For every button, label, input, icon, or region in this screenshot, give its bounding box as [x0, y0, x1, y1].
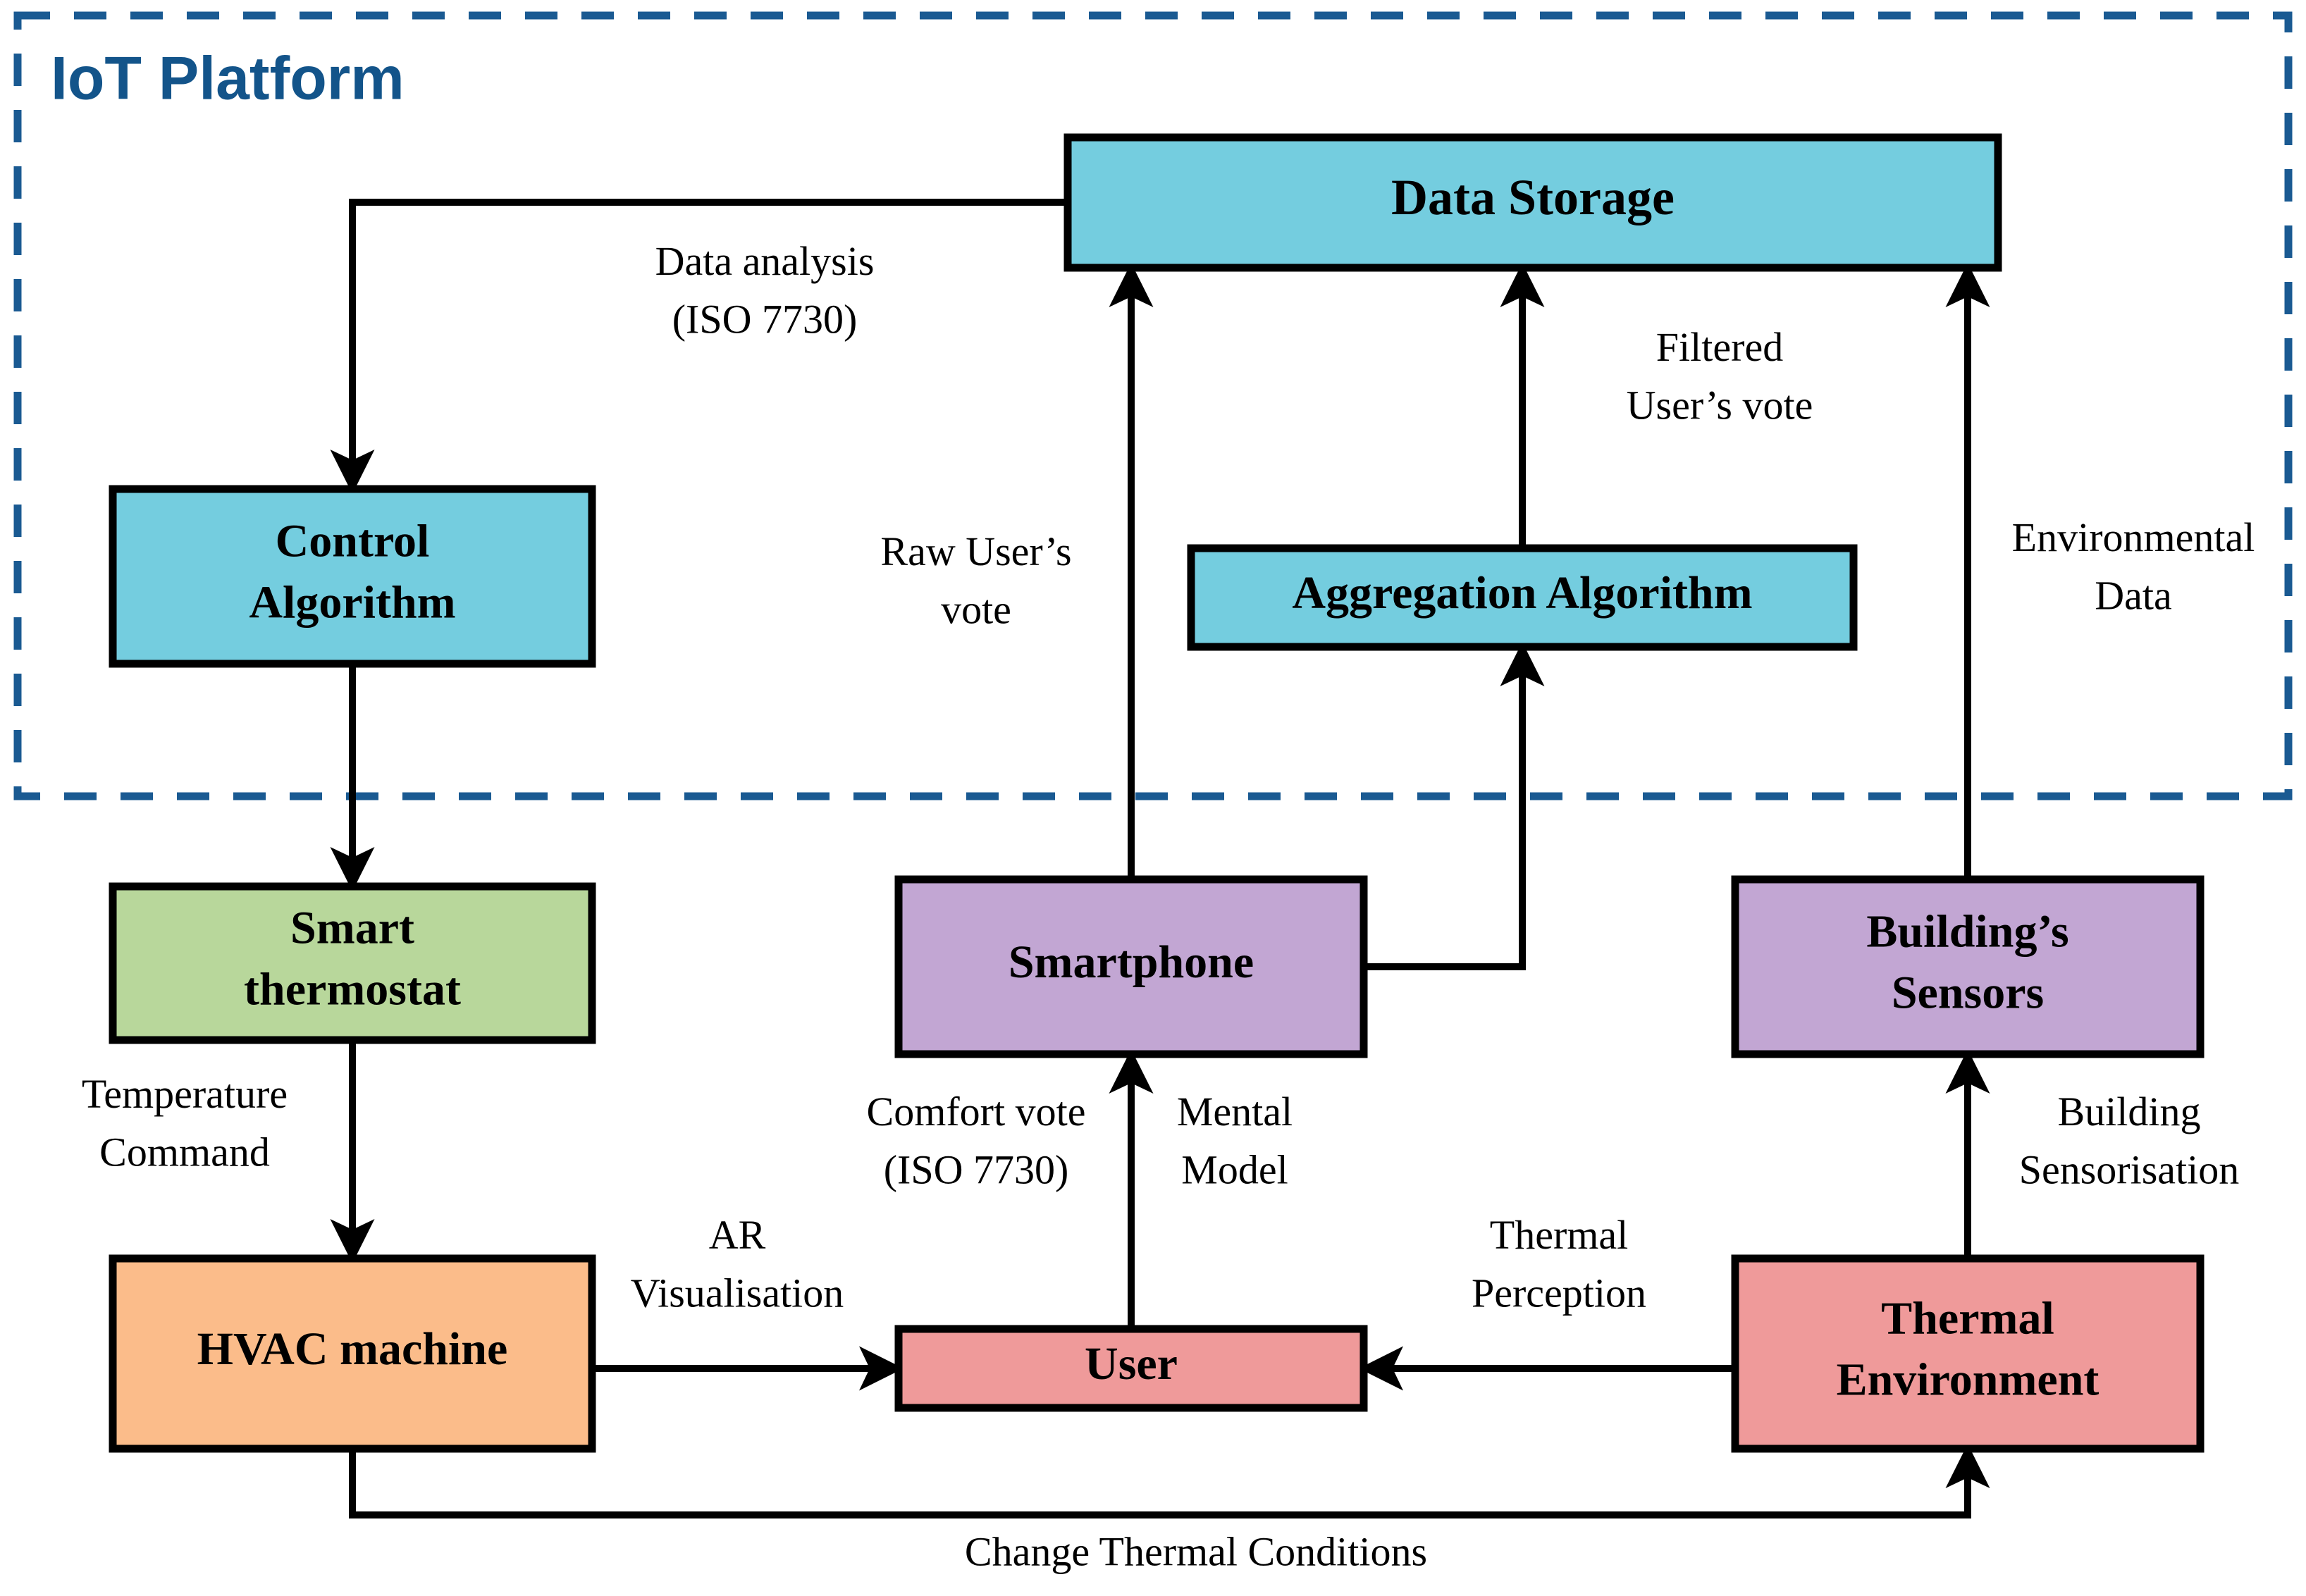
edge-label-comfort-vote: Comfort vote (ISO 7730) — [867, 1089, 1086, 1192]
edge-label-change-thermal-conditions-line: Change Thermal Conditions — [965, 1528, 1427, 1574]
node-smart-thermostat-label: thermostat — [244, 964, 461, 1015]
edge-label-data-analysis-line: (ISO 7730) — [672, 296, 858, 342]
node-smart-thermostat-box[interactable] — [109, 882, 596, 1044]
node-aggregation-algorithm-box[interactable] — [1187, 544, 1858, 651]
node-smart-thermostat-label: Smart — [290, 903, 414, 954]
node-user[interactable]: User — [894, 1325, 1368, 1412]
iot-platform-dashed-border — [13, 11, 2293, 800]
node-hvac-machine-box[interactable] — [109, 1254, 596, 1453]
node-hvac-machine-label: HVAC machine — [197, 1323, 508, 1375]
node-thermal-environment-label: Environment — [1837, 1354, 2100, 1406]
edge-label-temperature-command-line: Command — [99, 1129, 270, 1175]
edge-label-filtered-users-vote-line: Filtered — [1656, 324, 1783, 370]
edge-label-mental-model-line: Model — [1181, 1146, 1288, 1192]
edge-label-thermal-perception-line: Perception — [1472, 1270, 1646, 1316]
connector-data-storage-to-control-algorithm — [330, 199, 1068, 495]
connector-layer — [330, 199, 1990, 1518]
connector-smartphone-to-aggregation — [1364, 641, 1545, 970]
iot-platform-title: IoT Platform — [51, 45, 405, 113]
node-aggregation-algorithm[interactable]: Aggregation Algorithm — [1187, 544, 1858, 651]
node-user-label: User — [1085, 1338, 1178, 1390]
node-data-storage-label: Data Storage — [1391, 169, 1675, 225]
node-hvac-machine[interactable]: HVAC machine — [109, 1254, 596, 1453]
iot-platform-group: IoT Platform — [13, 11, 2293, 800]
node-control-algorithm-label: Control — [276, 516, 430, 567]
edge-label-building-sensorisation-line: Sensorisation — [2019, 1146, 2240, 1192]
node-smartphone-label: Smartphone — [1009, 936, 1254, 988]
edge-label-data-analysis-line: Data analysis — [655, 238, 875, 284]
node-aggregation-algorithm-label: Aggregation Algorithm — [1292, 567, 1752, 619]
node-control-algorithm-label: Algorithm — [249, 577, 455, 629]
node-smartphone[interactable]: Smartphone — [894, 875, 1368, 1058]
edge-label-temperature-command-line: Temperature — [82, 1071, 288, 1117]
node-control-algorithm-box[interactable] — [109, 485, 596, 668]
node-thermal-environment-label: Thermal — [1881, 1293, 2054, 1344]
edge-label-raw-users-vote: Raw User’s vote — [880, 528, 1071, 632]
edge-label-raw-users-vote-line: vote — [941, 586, 1011, 632]
edge-label-ar-visualisation-line: AR — [709, 1212, 766, 1258]
edge-label-filtered-users-vote-line: User’s vote — [1627, 382, 1813, 428]
edge-label-environmental-data-line: Environmental — [2012, 514, 2255, 560]
edge-label-comfort-vote-line: Comfort vote — [867, 1089, 1086, 1134]
edge-label-raw-users-vote-line: Raw User’s — [880, 528, 1071, 574]
edge-label-environmental-data-line: Data — [2095, 572, 2172, 618]
edge-label-mental-model-line: Mental — [1177, 1089, 1293, 1134]
edge-label-thermal-perception-line: Thermal — [1490, 1212, 1628, 1258]
connector-hvac-to-thermal-environment — [349, 1443, 1990, 1518]
edge-label-data-analysis: Data analysis (ISO 7730) — [655, 238, 875, 342]
edge-label-ar-visualisation: AR Visualisation — [631, 1212, 844, 1316]
node-smart-thermostat[interactable]: Smart thermostat — [109, 882, 596, 1044]
node-buildings-sensors-label: Building’s — [1866, 906, 2068, 958]
node-user-box[interactable] — [894, 1325, 1368, 1412]
edge-label-ar-visualisation-line: Visualisation — [631, 1270, 844, 1316]
node-buildings-sensors-box[interactable] — [1731, 875, 2205, 1058]
edge-label-building-sensorisation-line: Building — [2057, 1089, 2200, 1134]
node-buildings-sensors-label: Sensors — [1892, 967, 2044, 1019]
node-data-storage-box[interactable] — [1063, 133, 2002, 272]
edge-label-comfort-vote-line: (ISO 7730) — [884, 1146, 1069, 1192]
node-thermal-environment-box[interactable] — [1731, 1254, 2205, 1453]
node-smartphone-box[interactable] — [894, 875, 1368, 1058]
node-data-storage[interactable]: Data Storage — [1063, 133, 2002, 272]
edge-label-change-thermal-conditions: Change Thermal Conditions — [965, 1528, 1427, 1574]
